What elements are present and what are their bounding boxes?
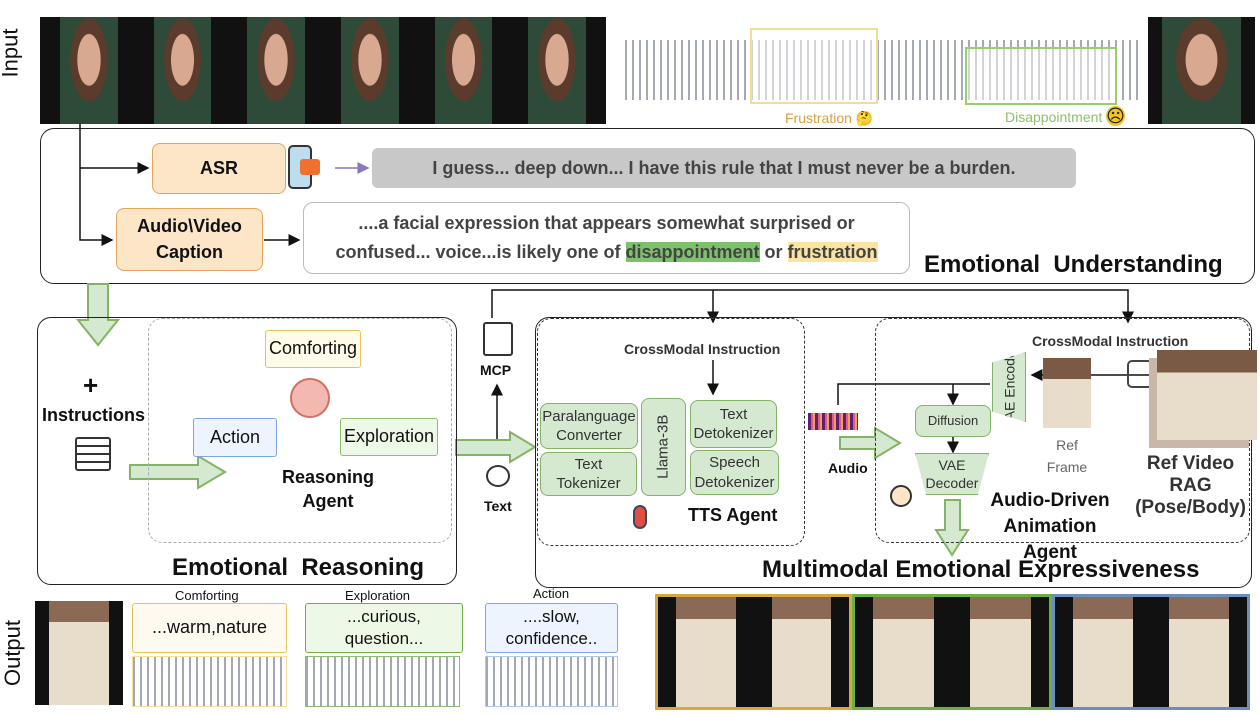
llama-3b-model: Llama-3B	[641, 398, 686, 496]
output-video-exploration	[852, 594, 1052, 710]
multimodal-expressiveness-title: Multimodal Emotional Expressiveness	[762, 556, 1200, 583]
instructions-document-icon	[75, 437, 111, 471]
emotional-understanding-title: Emotional Understanding	[924, 251, 1223, 278]
highlight-disappointment: disappointment	[625, 242, 760, 262]
disappointment-segment	[965, 47, 1117, 105]
text-tokenizer: Text Tokenizer	[540, 452, 637, 496]
vae-decoder: VAE Decoder	[915, 453, 989, 495]
mcp-label: MCP	[480, 362, 512, 378]
ref-frame-label: Ref Frame	[1046, 437, 1088, 475]
output-person-frame	[35, 601, 123, 705]
output-label-exploration: Exploration	[345, 588, 411, 603]
output-video-comforting	[655, 594, 852, 710]
diffusion-box: Diffusion	[915, 405, 991, 437]
instructions-label: Instructions	[42, 405, 146, 425]
ref-frame-image	[1043, 358, 1091, 428]
asr-box: ASR	[152, 143, 286, 194]
action-box: Action	[193, 418, 277, 457]
highlight-frustration: frustration	[787, 242, 878, 262]
asr-transcript: I guess... deep down... I have this rule…	[372, 148, 1076, 188]
speech-detokenizer: Speech Detokenizer	[690, 450, 779, 495]
output-text-comforting: ...warm,nature	[132, 603, 287, 653]
sad-face-icon: ☹	[1106, 106, 1125, 126]
exploration-box: Exploration	[340, 418, 438, 456]
emotional-reasoning-title: Emotional Reasoning	[172, 554, 425, 581]
animation-crossmodal-instruction: CrossModal Instruction	[1032, 333, 1189, 349]
audio-spectrogram	[808, 413, 858, 430]
text-label: Text	[484, 498, 512, 514]
multimodal-expressiveness-panel	[535, 317, 1252, 588]
microphone-icon	[633, 505, 647, 529]
paralanguage-converter: Paralanguage Converter	[540, 403, 638, 449]
animation-agent-title: Audio-Driven Animation Agent	[990, 490, 1110, 563]
reasoning-agent-label: Reasoning Agent	[281, 467, 374, 511]
ref-video-stack	[1157, 350, 1257, 440]
robot-search-icon	[1127, 360, 1153, 388]
green-arrows	[75, 283, 970, 557]
emotional-reasoning-panel	[37, 317, 457, 585]
tts-agent-area	[537, 318, 805, 546]
output-label: Output	[0, 619, 26, 687]
tts-agent-title: TTS Agent	[688, 505, 778, 525]
output-wave-comforting	[132, 656, 287, 707]
output-text-action: ....slow, confidence..	[485, 603, 618, 653]
chat-bubble-icon	[486, 465, 510, 487]
input-single-frame	[1148, 17, 1255, 124]
disappointment-label: Disappointment ☹	[1005, 106, 1125, 126]
output-label-comforting: Comforting	[175, 588, 239, 603]
tts-crossmodal-instruction: CrossModal Instruction	[624, 341, 781, 357]
plus-sign: +	[83, 370, 99, 400]
output-label-action: Action	[533, 586, 570, 601]
audio-label: Audio	[828, 460, 868, 476]
input-video-filmstrip	[40, 17, 606, 124]
mcp-server-icon	[483, 322, 513, 356]
ref-video-rag-label: Ref Video RAG (Pose/Body)	[1135, 453, 1246, 518]
frustration-label: Frustration 🤔	[785, 110, 874, 126]
audio-video-caption-box: Audio\Video Caption	[116, 208, 263, 271]
output-wave-exploration	[305, 656, 460, 707]
thinking-face-icon: 🤔	[855, 110, 874, 126]
speech-to-text-icon	[288, 145, 320, 189]
text-detokenizer: Text Detokenizer	[690, 400, 777, 448]
stick-figure-icon	[890, 485, 912, 507]
reasoning-agent-area	[148, 318, 452, 543]
caption-text: ....a facial expression that appears som…	[303, 202, 910, 274]
frustration-segment	[750, 28, 878, 104]
brain-icon	[290, 378, 330, 418]
comforting-box: Comforting	[265, 330, 361, 368]
output-video-action	[1052, 594, 1250, 710]
output-text-exploration: ...curious, question...	[305, 603, 463, 653]
emotional-understanding-panel	[40, 128, 1255, 284]
vae-encoder: VAE Encoder	[992, 352, 1026, 422]
output-wave-action	[485, 656, 618, 707]
